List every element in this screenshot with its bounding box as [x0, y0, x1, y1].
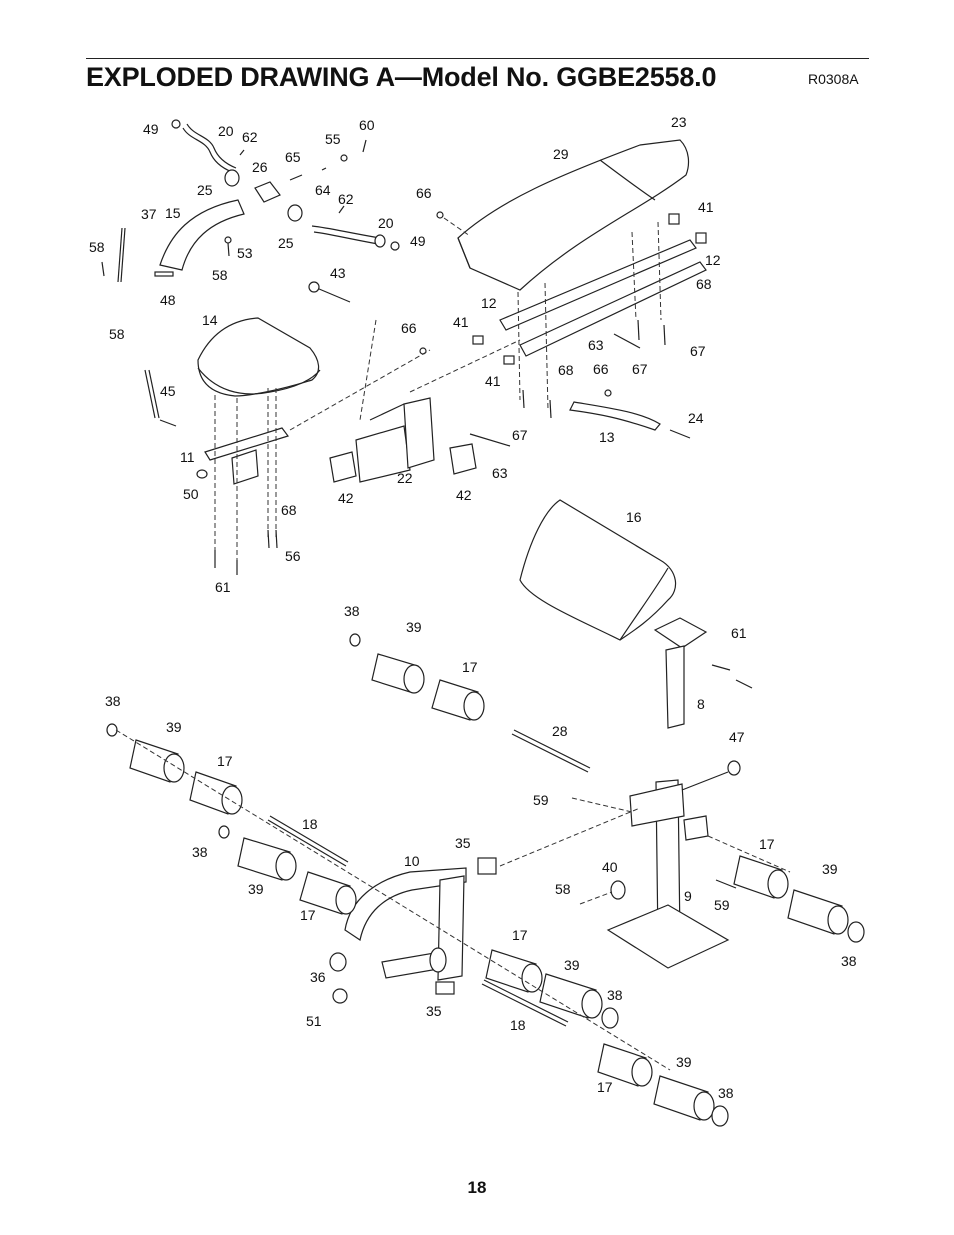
- callout-39f: 39: [676, 1054, 692, 1070]
- callout-20: 20: [218, 123, 234, 139]
- callout-9: 9: [684, 888, 692, 904]
- callout-8: 8: [697, 696, 705, 712]
- callout-41: 41: [698, 199, 714, 215]
- callout-56: 56: [285, 548, 301, 564]
- callout-39d: 39: [822, 861, 838, 877]
- callout-59b: 59: [714, 897, 730, 913]
- callout-17b: 17: [217, 753, 233, 769]
- callout-64: 64: [315, 182, 331, 198]
- callout-45: 45: [160, 383, 176, 399]
- callout-38e: 38: [607, 987, 623, 1003]
- callout-61b: 61: [731, 625, 747, 641]
- callout-42b: 42: [456, 487, 472, 503]
- page-number: 18: [467, 1178, 487, 1197]
- callout-50: 50: [183, 486, 199, 502]
- callout-47: 47: [729, 729, 745, 745]
- callout-49: 49: [143, 121, 159, 137]
- callout-24: 24: [688, 410, 704, 426]
- callout-51: 51: [306, 1013, 322, 1029]
- callout-12: 12: [705, 252, 721, 268]
- callout-63b: 63: [492, 465, 508, 481]
- callout-36: 36: [310, 969, 326, 985]
- callout-58b: 58: [212, 267, 228, 283]
- callout-67b: 67: [632, 361, 648, 377]
- callout-13: 13: [599, 429, 615, 445]
- callout-41c: 41: [485, 373, 501, 389]
- callout-37: 37: [141, 206, 157, 222]
- callout-67: 67: [690, 343, 706, 359]
- handle-assembly: [101, 119, 400, 303]
- callout-68: 68: [696, 276, 712, 292]
- callout-38d: 38: [841, 953, 857, 969]
- callout-62b: 62: [338, 191, 354, 207]
- callout-38c: 38: [192, 844, 208, 860]
- callout-38b: 38: [105, 693, 121, 709]
- callout-12b: 12: [481, 295, 497, 311]
- callout-42: 42: [338, 490, 354, 506]
- callout-38: 38: [344, 603, 360, 619]
- center-bracket: [329, 319, 521, 483]
- callout-48: 48: [160, 292, 176, 308]
- callout-67c: 67: [512, 427, 528, 443]
- callout-15: 15: [165, 205, 181, 221]
- callout-14: 14: [202, 312, 218, 328]
- callout-43: 43: [330, 265, 346, 281]
- callout-66: 66: [416, 185, 432, 201]
- callout-63: 63: [588, 337, 604, 353]
- callout-22: 22: [397, 470, 413, 486]
- callout-68b: 68: [558, 362, 574, 378]
- callout-55: 55: [325, 131, 341, 147]
- callout-23: 23: [671, 114, 687, 130]
- callout-20b: 20: [378, 215, 394, 231]
- callout-28: 28: [552, 723, 568, 739]
- callout-65: 65: [285, 149, 301, 165]
- preacher-pad-assembly: [519, 499, 753, 729]
- callout-39e: 39: [564, 957, 580, 973]
- callout-60: 60: [359, 117, 375, 133]
- callout-39b: 39: [166, 719, 182, 735]
- callout-18b: 18: [510, 1017, 526, 1033]
- callout-39: 39: [406, 619, 422, 635]
- callout-25b: 25: [278, 235, 294, 251]
- callout-17f: 17: [597, 1079, 613, 1095]
- callout-labels: 49 20 62 55 60 26 65 25 64 62 20 49 25 5…: [89, 114, 857, 1101]
- callout-38f: 38: [718, 1085, 734, 1101]
- callout-39c: 39: [248, 881, 264, 897]
- callout-11: 11: [180, 449, 195, 465]
- drawing-code: R0308A: [808, 71, 859, 87]
- callout-40: 40: [602, 859, 618, 875]
- callout-17: 17: [462, 659, 478, 675]
- callout-49b: 49: [410, 233, 426, 249]
- callout-25: 25: [197, 182, 213, 198]
- seat-assembly: [144, 317, 431, 575]
- callout-53: 53: [237, 245, 253, 261]
- callout-35b: 35: [426, 1003, 442, 1019]
- callout-26: 26: [252, 159, 268, 175]
- callout-58d: 58: [555, 881, 571, 897]
- callout-68c: 68: [281, 502, 297, 518]
- callout-35: 35: [455, 835, 471, 851]
- backrest-assembly: [419, 139, 707, 439]
- page-title: EXPLODED DRAWING A—Model No. GGBE2558.0: [86, 62, 717, 92]
- lower-frame: [329, 760, 791, 1004]
- callout-58c: 58: [109, 326, 125, 342]
- header-rule: [86, 58, 869, 59]
- callout-10: 10: [404, 853, 420, 869]
- callout-16: 16: [626, 509, 642, 525]
- callout-66c: 66: [593, 361, 609, 377]
- roller-pads: [106, 633, 865, 1127]
- callout-61: 61: [215, 579, 231, 595]
- callout-66b: 66: [401, 320, 417, 336]
- callout-62: 62: [242, 129, 258, 145]
- callout-41b: 41: [453, 314, 469, 330]
- callout-29: 29: [553, 146, 569, 162]
- callout-17c: 17: [300, 907, 316, 923]
- callout-18: 18: [302, 816, 318, 832]
- callout-59: 59: [533, 792, 549, 808]
- callout-58: 58: [89, 239, 105, 255]
- callout-17d: 17: [759, 836, 775, 852]
- callout-17e: 17: [512, 927, 528, 943]
